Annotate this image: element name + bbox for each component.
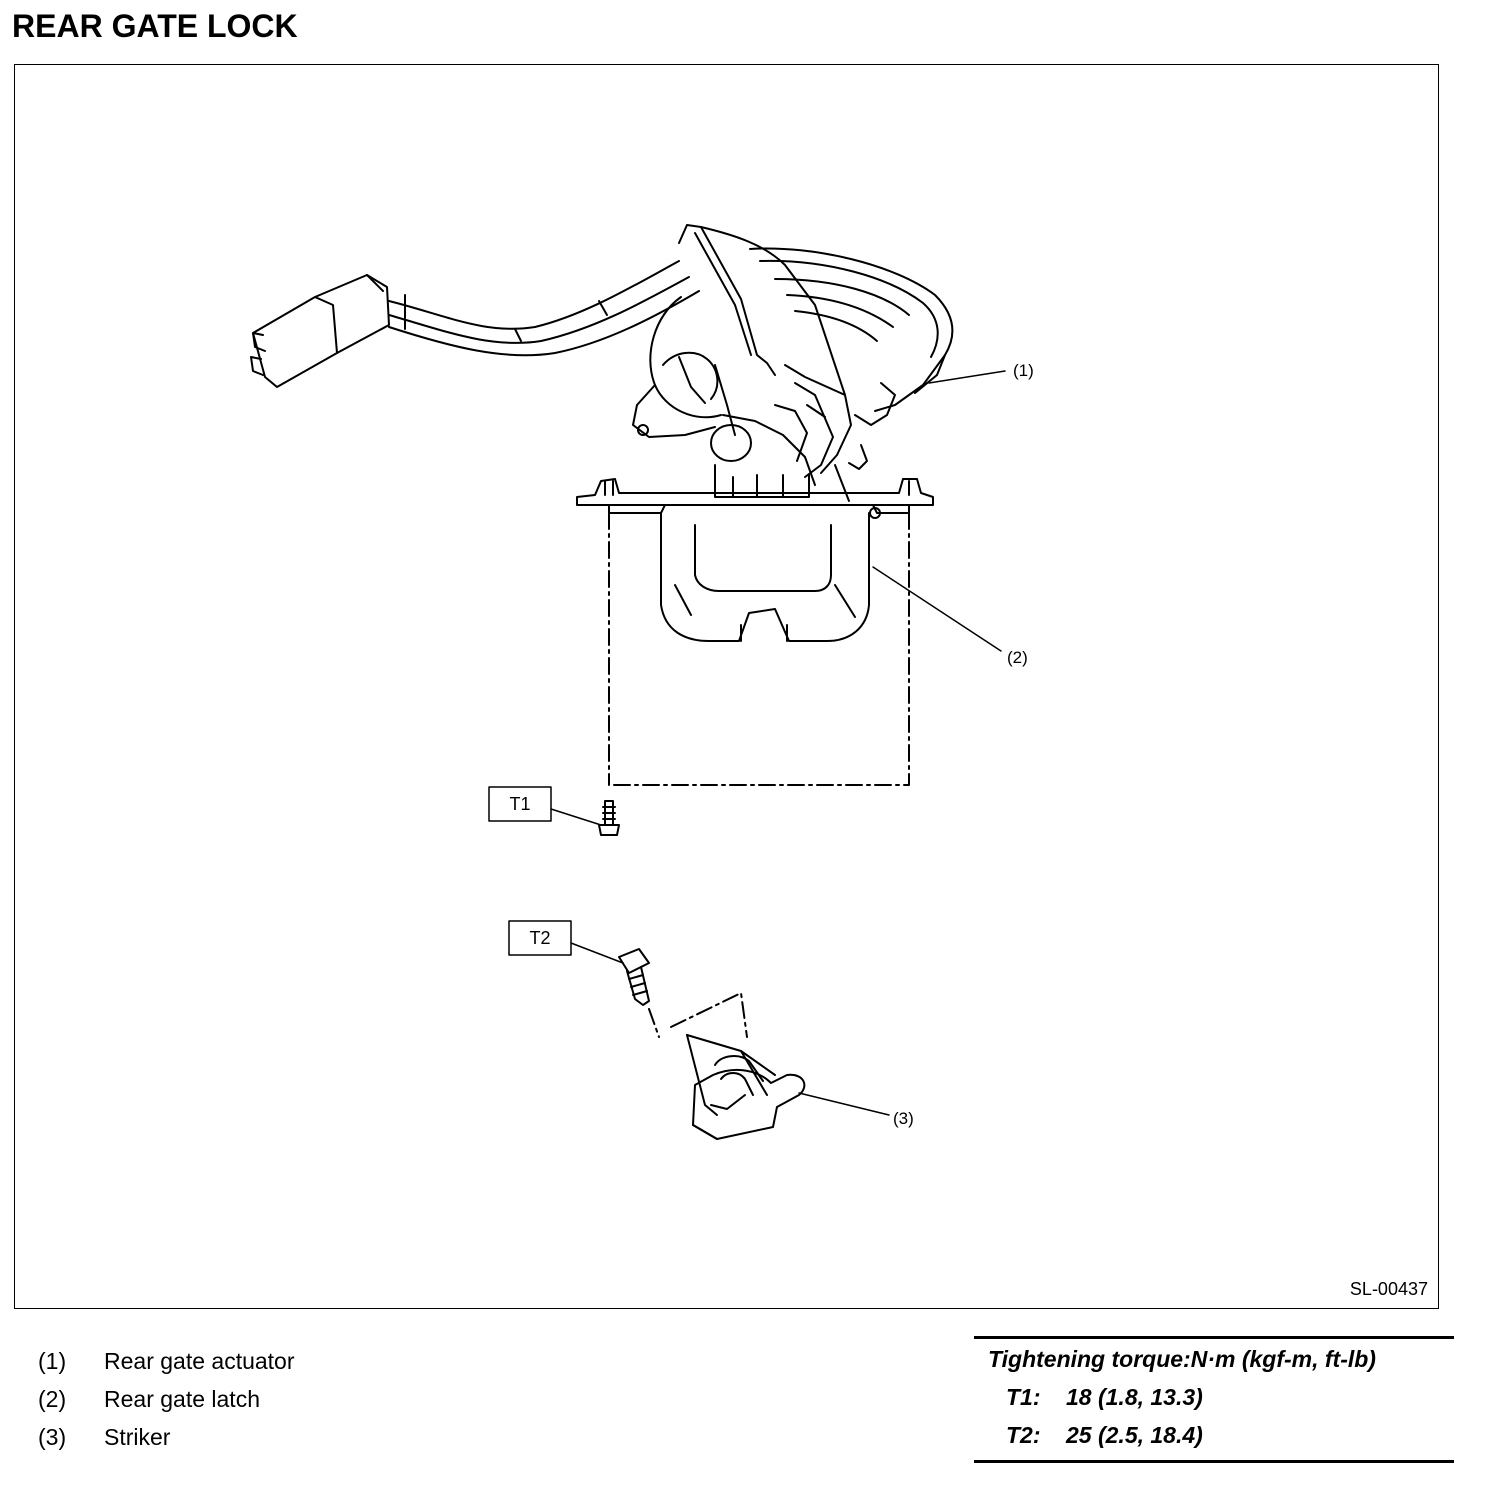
legend-number: (1) (38, 1347, 67, 1374)
torque-row: T2: 25 (2.5, 18.4) (974, 1416, 1454, 1454)
striker-illustration (686, 1034, 806, 1140)
t2-tag-box (508, 920, 572, 956)
rear-gate-latch-illustration (576, 478, 934, 642)
torque-value: 18 (1.8, 13.3) (1066, 1383, 1203, 1410)
figure-frame: (1) (2) (3) T1 T2 SL-00437 (14, 64, 1439, 1309)
torque-bottom-rule (974, 1460, 1454, 1463)
page-title: REAR GATE LOCK (12, 8, 298, 44)
legend-item: (2) Rear gate latch (38, 1380, 295, 1418)
callout-3: (3) (893, 1109, 914, 1128)
actuator-harness-illustration (388, 260, 700, 357)
torque-key: T2: (1006, 1421, 1041, 1448)
t1-bolt-illustration (598, 800, 620, 836)
leader-lines (550, 370, 1006, 1116)
callout-2: (2) (1007, 648, 1028, 667)
legend-label: Rear gate latch (104, 1385, 260, 1412)
exploded-diagram: (1) (2) (3) T1 T2 (250, 224, 1034, 1140)
t2-bolt-illustration (618, 948, 650, 1006)
torque-value: 25 (2.5, 18.4) (1066, 1421, 1203, 1448)
actuator-connector-illustration (250, 274, 390, 388)
legend-number: (3) (38, 1423, 67, 1450)
legend-label: Striker (104, 1423, 171, 1450)
install-phantom-lines (608, 512, 910, 1038)
torque-table: Tightening torque:N·m (kgf-m, ft-lb) T1:… (974, 1336, 1454, 1463)
legend-item: (3) Striker (38, 1418, 295, 1456)
parts-legend: (1) Rear gate actuator (2) Rear gate lat… (38, 1342, 295, 1456)
t1-tag-box (488, 786, 552, 822)
t2-tag-label: T2 (529, 928, 550, 948)
t1-tag-label: T1 (509, 794, 530, 814)
legend-number: (2) (38, 1385, 67, 1412)
legend-label: Rear gate actuator (104, 1347, 295, 1374)
torque-row: T1: 18 (1.8, 13.3) (974, 1378, 1454, 1416)
torque-top-rule (974, 1336, 1454, 1339)
torque-heading: Tightening torque:N·m (kgf-m, ft-lb) (988, 1346, 1376, 1372)
rear-gate-actuator-illustration (632, 224, 954, 502)
figure-id: SL-00437 (1349, 1279, 1428, 1299)
torque-key: T1: (1006, 1383, 1041, 1410)
callout-1: (1) (1013, 361, 1034, 380)
legend-item: (1) Rear gate actuator (38, 1342, 295, 1380)
